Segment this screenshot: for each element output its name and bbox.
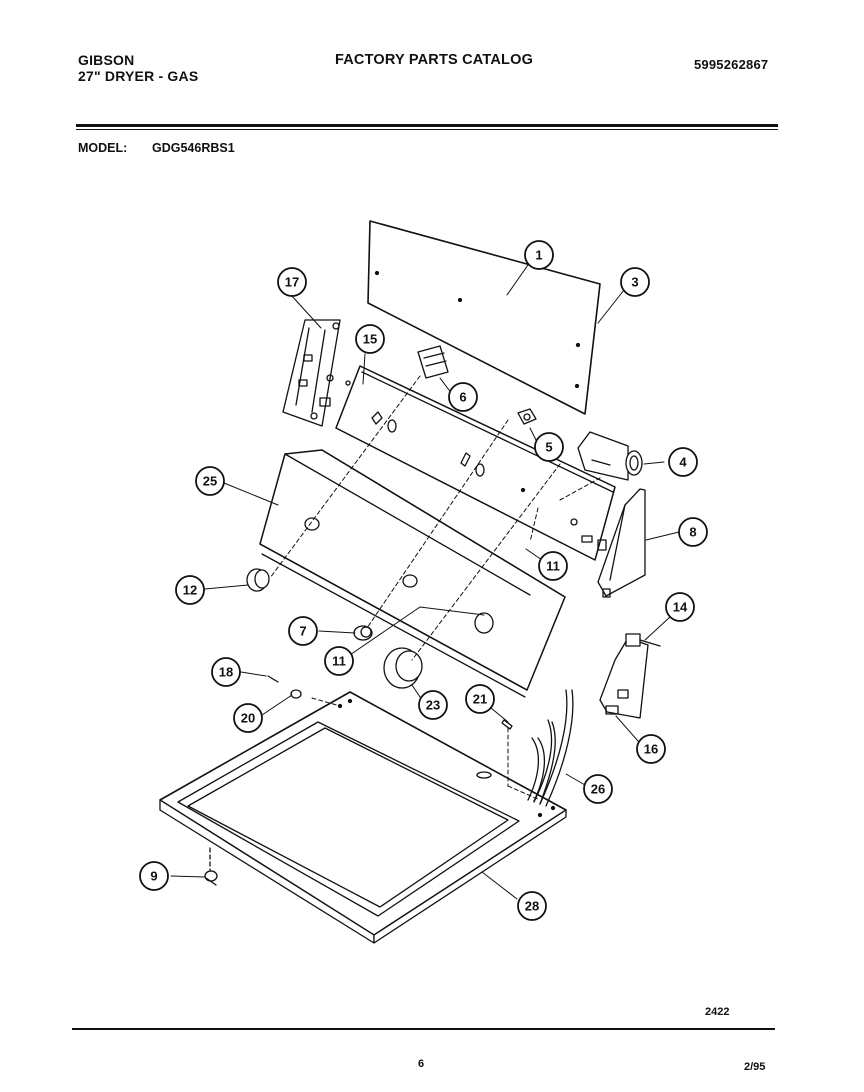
callout-number: 16: [644, 742, 658, 757]
callout-26: 26: [583, 774, 613, 804]
callout-12: 12: [175, 575, 205, 605]
callout-number: 1: [535, 248, 542, 263]
part-pin-9: [204, 847, 218, 886]
callout-8: 8: [678, 517, 708, 547]
part-door-switch: [599, 633, 661, 719]
part-knob-left: [246, 568, 270, 592]
part-timer: [417, 345, 449, 379]
callout-layer: 1 3 4 5 6 7 8 9 11 11 12 14 15 16 17 18 20 21 23 25 26 28: [139, 240, 708, 921]
callout-number: 23: [426, 698, 440, 713]
callout-number: 14: [673, 600, 688, 615]
callout-16: 16: [636, 734, 666, 764]
callout-number: 12: [183, 583, 197, 598]
callout-number: 15: [363, 332, 377, 347]
callout-28: 28: [517, 891, 547, 921]
callout-5: 5: [534, 432, 564, 462]
revision-date: 2/95: [744, 1061, 766, 1073]
callout-number: 25: [203, 474, 217, 489]
part-knob-large: [383, 647, 423, 689]
callout-7: 7: [288, 616, 318, 646]
footer-rule: [72, 1028, 775, 1030]
drawing-number: 2422: [705, 1006, 730, 1018]
part-knob-small: [353, 625, 373, 641]
part-control-panel: [335, 365, 616, 561]
callout-4: 4: [668, 447, 698, 477]
part-console-housing: [259, 449, 566, 698]
catalog-title: FACTORY PARTS CATALOG: [335, 52, 534, 68]
callout-number: 8: [689, 525, 696, 540]
callout-number: 17: [285, 275, 299, 290]
callout-number: 21: [473, 692, 487, 707]
callout-number: 20: [241, 711, 255, 726]
callout-18: 18: [211, 657, 241, 687]
callout-1: 1: [524, 240, 554, 270]
callout-3: 3: [620, 267, 650, 297]
part-wire-harness: [527, 689, 574, 807]
leader-lines: [170, 261, 680, 900]
part-screw-18: [267, 675, 279, 683]
callout-15: 15: [355, 324, 385, 354]
part-screw-21: [501, 719, 513, 730]
callout-23: 23: [418, 690, 448, 720]
product-name: 27" DRYER - GAS: [78, 68, 199, 84]
callout-6: 6: [448, 382, 478, 412]
callout-number: 9: [150, 869, 157, 884]
brand-name: GIBSON: [78, 52, 135, 68]
callout-number: 5: [545, 440, 552, 455]
alignment-lines: [269, 375, 601, 801]
header-rule-thin: [76, 129, 778, 130]
callout-number: 11: [332, 654, 346, 669]
model-value: GDG546RBS1: [152, 141, 235, 155]
callout-number: 26: [591, 782, 605, 797]
catalog-number: 5995262867: [694, 57, 769, 72]
part-end-cap-right: [597, 488, 646, 598]
callout-number: 7: [299, 624, 306, 639]
model-label: MODEL:: [78, 141, 128, 155]
part-motor: [577, 431, 643, 481]
part-clip-20: [290, 689, 302, 699]
callout-number: 6: [459, 390, 466, 405]
callout-number: 4: [679, 455, 687, 470]
callout-number: 18: [219, 665, 233, 680]
callout-21: 21: [465, 684, 495, 714]
part-rear-panel: [367, 220, 601, 415]
callout-11: 11: [538, 551, 568, 581]
callout-number: 3: [631, 275, 638, 290]
header-rule-thick: [76, 124, 778, 127]
part-top-panel: [159, 691, 567, 944]
callout-11: 11: [324, 646, 354, 676]
part-switch: [517, 408, 537, 425]
callout-25: 25: [195, 466, 225, 496]
callout-number: 11: [546, 559, 560, 574]
callout-20: 20: [233, 703, 263, 733]
page-number: 6: [418, 1058, 425, 1070]
callout-14: 14: [665, 592, 695, 622]
callout-17: 17: [277, 267, 307, 297]
part-end-bracket-left: [282, 319, 341, 427]
callout-number: 28: [525, 899, 539, 914]
callout-9: 9: [139, 861, 169, 891]
